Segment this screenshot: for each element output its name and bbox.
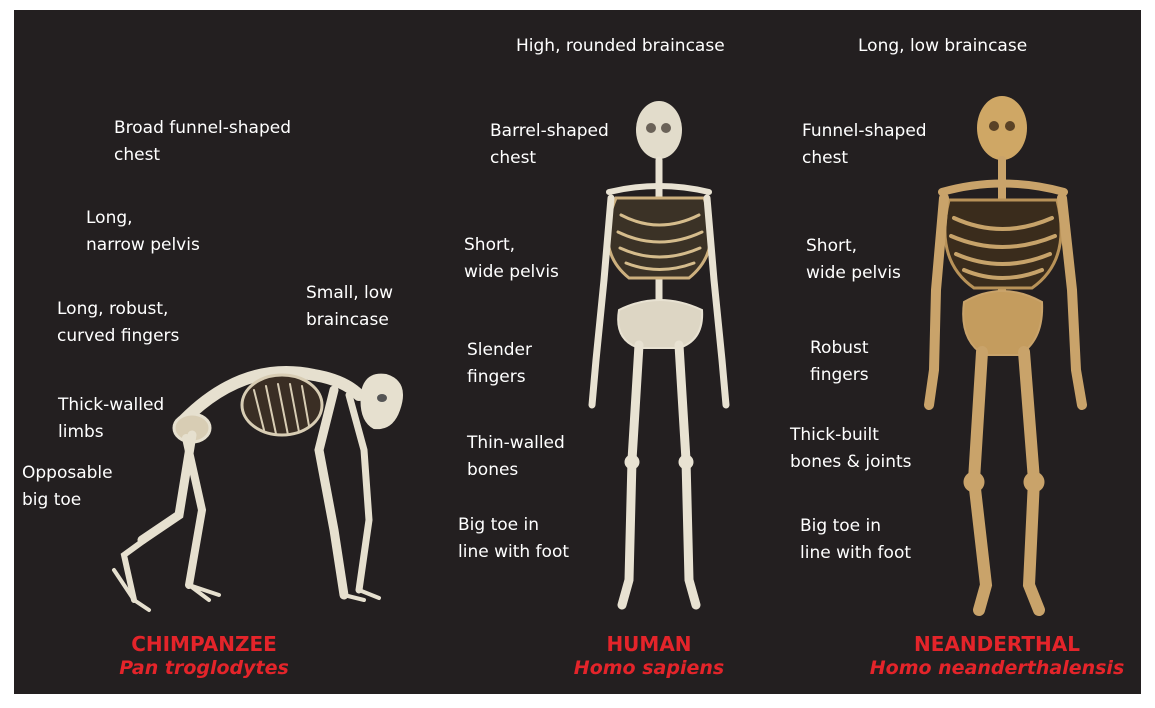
human-common-name: HUMAN: [549, 632, 749, 656]
chimp-label-toe: Opposable big toe: [22, 460, 113, 514]
figure-panel: Broad funnel-shaped chest Long, narrow p…: [14, 10, 1141, 694]
neanderthal-common-name: NEANDERTHAL: [862, 632, 1132, 656]
chimpanzee-scientific-name: Pan troglodytes: [84, 656, 324, 680]
chimp-label-fingers: Long, robust, curved fingers: [57, 296, 179, 350]
chimp-label-limbs: Thick-walled limbs: [58, 392, 164, 446]
neanderthal-label-pelvis: Short, wide pelvis: [806, 233, 901, 287]
human-label-pelvis: Short, wide pelvis: [464, 232, 559, 286]
human-label-toe: Big toe in line with foot: [458, 512, 569, 566]
human-caption: HUMAN Homo sapiens: [549, 632, 749, 680]
neanderthal-label-braincase: Long, low braincase: [858, 33, 1027, 60]
neanderthal-caption: NEANDERTHAL Homo neanderthalensis: [862, 632, 1132, 680]
chimp-label-pelvis: Long, narrow pelvis: [86, 205, 200, 259]
chimpanzee-caption: CHIMPANZEE Pan troglodytes: [84, 632, 324, 680]
human-scientific-name: Homo sapiens: [549, 656, 749, 680]
neanderthal-label-bones: Thick-built bones & joints: [790, 422, 912, 476]
neanderthal-skeleton: [14, 10, 1141, 694]
neanderthal-label-fingers: Robust fingers: [810, 335, 869, 389]
neanderthal-label-chest: Funnel-shaped chest: [802, 118, 927, 172]
neanderthal-label-toe: Big toe in line with foot: [800, 513, 911, 567]
chimp-label-chest: Broad funnel-shaped chest: [114, 115, 291, 169]
chimp-label-braincase: Small, low braincase: [306, 280, 393, 334]
neanderthal-scientific-name: Homo neanderthalensis: [862, 656, 1132, 680]
human-label-chest: Barrel-shaped chest: [490, 118, 609, 172]
human-label-bones: Thin-walled bones: [467, 430, 565, 484]
human-label-fingers: Slender fingers: [467, 337, 532, 391]
chimpanzee-common-name: CHIMPANZEE: [84, 632, 324, 656]
human-label-braincase: High, rounded braincase: [516, 33, 725, 60]
